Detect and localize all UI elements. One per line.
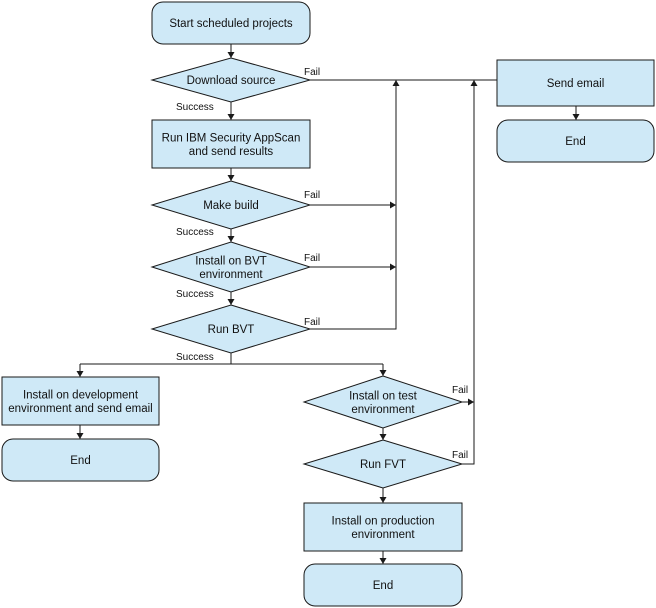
arrowhead [227, 52, 235, 58]
arrowhead [227, 299, 235, 305]
arrowhead [390, 263, 396, 271]
node-install-test-label: Install on test [349, 390, 418, 402]
node-end-prod-label: End [373, 580, 393, 592]
node-install-bvt-label: Install on BVT [195, 255, 267, 267]
node-start: Start scheduled projects [151, 1, 311, 45]
node-download-label: Download source [187, 75, 276, 87]
node-end-email-shape [496, 119, 655, 163]
node-run-bvt-shape [150, 304, 312, 354]
arrowhead [470, 80, 478, 86]
node-make-build: Make build [150, 180, 312, 230]
label-fail-makebuild: Fail [304, 190, 320, 201]
node-install-bvt: Install on BVT environment [150, 241, 312, 293]
edge-runfvt-fail [462, 80, 475, 465]
arrowhead [390, 201, 396, 209]
arrowhead [392, 80, 400, 86]
label-fail-runbvt: Fail [304, 317, 320, 328]
node-run-fvt-label: Run FVT [360, 459, 406, 471]
label-success-installbvt: Success [176, 289, 214, 300]
label-success-makebuild: Success [176, 227, 214, 238]
arrowhead [379, 434, 387, 440]
node-start-shape [151, 1, 311, 45]
arrowhead [227, 175, 235, 181]
node-send-email: Send email [496, 59, 655, 107]
node-end-prod-shape [303, 563, 463, 607]
node-end-dev-shape [1, 438, 160, 482]
node-appscan-label: Run IBM Security AppScan [162, 132, 301, 144]
node-install-test-shape [302, 375, 464, 429]
node-end-dev-label: End [70, 455, 90, 467]
edge-labels: FailSuccessFailSuccessFailSuccessFailSuc… [176, 67, 468, 461]
node-install-dev: Install on development environment and se… [1, 376, 160, 426]
arrowhead [468, 398, 474, 406]
node-install-bvt-shape [150, 241, 312, 293]
node-make-build-shape [150, 180, 312, 230]
node-make-build-label: Make build [203, 200, 259, 212]
arrowhead [379, 370, 387, 376]
node-install-prod-label: environment [351, 529, 415, 541]
node-appscan-shape [151, 119, 311, 169]
label-fail-download: Fail [304, 67, 320, 78]
node-send-email-shape [496, 59, 655, 107]
arrowhead [227, 236, 235, 242]
node-install-dev-shape [1, 376, 160, 426]
node-end-email: End [496, 119, 655, 163]
arrowhead [76, 371, 84, 377]
node-install-test: Install on test environment [302, 375, 464, 429]
node-start-label: Start scheduled projects [169, 18, 293, 30]
label-fail-installtest: Fail [452, 385, 468, 396]
node-end-email-label: End [565, 136, 585, 148]
node-install-prod-label: Install on production [332, 515, 435, 527]
node-send-email-label: Send email [547, 78, 605, 90]
node-appscan: Run IBM Security AppScan and send results [151, 119, 311, 169]
node-install-test-label: environment [351, 404, 415, 416]
label-success-runbvt: Success [176, 352, 214, 363]
node-install-dev-label: Install on development [23, 389, 139, 401]
node-download-shape [150, 57, 312, 103]
connectors [76, 44, 580, 564]
edge-runbvt-fail [310, 80, 397, 330]
label-fail-runfvt: Fail [452, 450, 468, 461]
node-install-prod-shape [303, 502, 463, 552]
arrowhead [379, 497, 387, 503]
arrowhead [76, 433, 84, 439]
arrowhead [379, 558, 387, 564]
node-run-bvt: Run BVT [150, 304, 312, 354]
node-end-dev: End [1, 438, 160, 482]
node-end-prod: End [303, 563, 463, 607]
node-install-dev-label: environment and send email [8, 403, 152, 415]
node-appscan-label: and send results [189, 146, 274, 158]
node-install-bvt-label: environment [199, 269, 263, 281]
node-run-fvt: Run FVT [302, 439, 464, 489]
node-run-bvt-label: Run BVT [208, 324, 255, 336]
label-fail-installbvt: Fail [304, 253, 320, 264]
node-download: Download source [150, 57, 312, 103]
arrowhead [572, 114, 580, 120]
label-success-download: Success [176, 102, 214, 113]
node-run-fvt-shape [302, 439, 464, 489]
node-install-prod: Install on production environment [303, 502, 463, 552]
arrowhead [227, 114, 235, 120]
